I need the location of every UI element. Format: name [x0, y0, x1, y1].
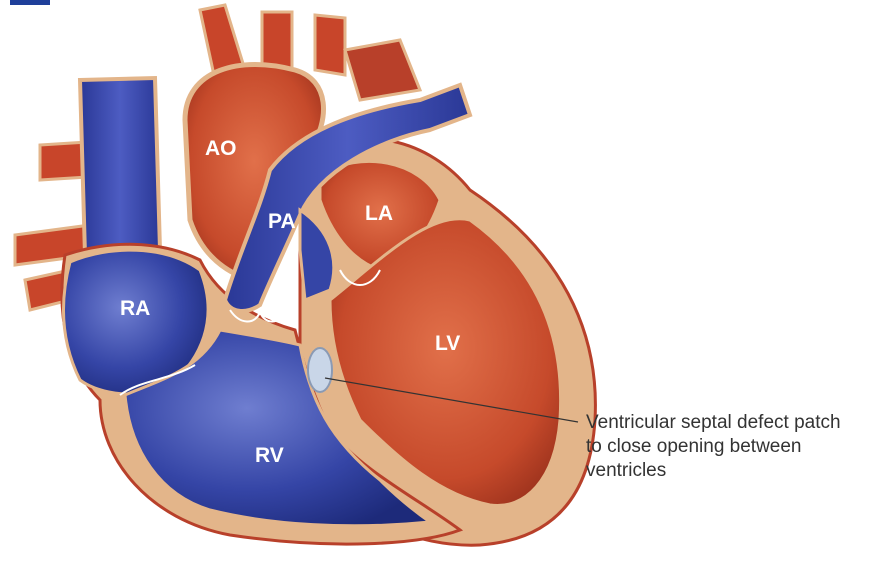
label-ao: AO	[205, 137, 237, 160]
label-ra: RA	[120, 297, 150, 320]
superior-vena-cava	[80, 78, 160, 255]
label-rv: RV	[255, 444, 284, 467]
callout-line-3: ventricles	[586, 459, 886, 483]
septal-defect-patch	[308, 348, 332, 392]
heading-fragment	[10, 0, 50, 5]
callout-line-1: Ventricular septal defect patch	[586, 411, 886, 435]
label-lv: LV	[435, 332, 460, 355]
vsd-patch-callout: Ventricular septal defect patch to close…	[586, 411, 886, 483]
callout-line-2: to close opening between	[586, 435, 886, 459]
label-la: LA	[365, 202, 393, 225]
label-pa: PA	[268, 210, 296, 233]
